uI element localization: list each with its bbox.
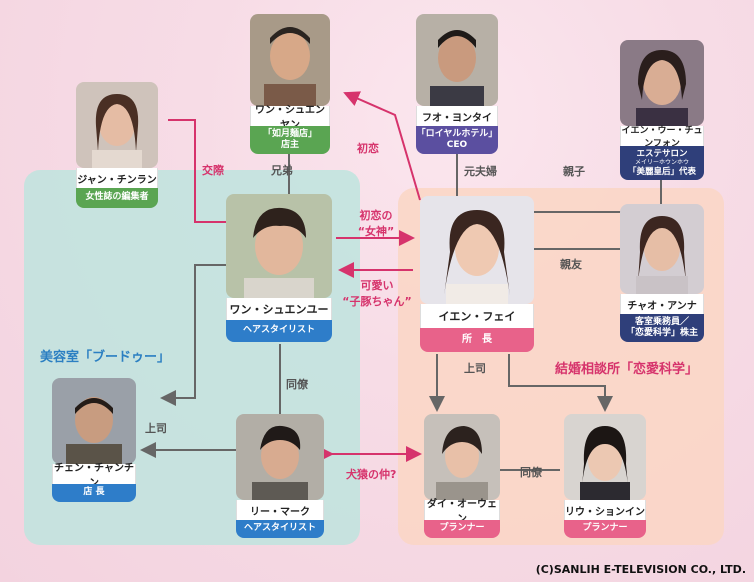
- role-wang-yu: ヘアスタイリスト: [226, 320, 332, 342]
- card-yan-wu[interactable]: イエン・ウー・チュンフォン エステサロン メイリーホウンホウ 「美麗皇后」代表: [620, 40, 704, 180]
- name-huo: フオ・ヨンタイ: [416, 106, 498, 126]
- card-liu[interactable]: リウ・ションイン プランナー: [564, 414, 646, 538]
- card-wang-yu[interactable]: ワン・シュエンユー ヘアスタイリスト: [226, 194, 332, 344]
- rel-motofufu: 元夫婦: [464, 165, 497, 178]
- rel-kenen: 犬猿の仲?: [346, 468, 397, 481]
- name-li: リー・マーク: [236, 500, 324, 520]
- role-zhao-line2: 「恋愛科学」株主: [625, 328, 698, 338]
- role-yan-fei: 所 長: [420, 328, 534, 352]
- role-huo-line1: 「ロイヤルホテル」: [416, 128, 498, 139]
- card-chen[interactable]: チェン・チャンチン 店 長: [52, 378, 136, 502]
- rel-joshi-left: 上司: [145, 422, 167, 435]
- rel-hatsukoi: 初恋: [357, 142, 379, 155]
- rel-megami: 初恋の “女神”: [346, 207, 406, 239]
- name-jiang: ジャン・チンラン: [76, 168, 158, 188]
- role-liu: プランナー: [564, 520, 646, 538]
- portrait-yan-fei: [420, 196, 534, 304]
- portrait-li: [236, 414, 324, 500]
- role-huo: 「ロイヤルホテル」 CEO: [416, 126, 498, 154]
- card-dai[interactable]: ダイ・オーウェン プランナー: [424, 414, 500, 538]
- role-huo-line2: CEO: [446, 140, 468, 150]
- role-li: ヘアスタイリスト: [236, 520, 324, 538]
- role-yan-wu: エステサロン メイリーホウンホウ 「美麗皇后」代表: [620, 146, 704, 180]
- role-wang-yanshen: 「如月麺店」 店主: [250, 126, 330, 154]
- rel-kobuta-line2: “子豚ちゃん”: [342, 295, 412, 308]
- salon-zone-label: 美容室「ブードゥー」: [40, 350, 171, 365]
- portrait-zhao: [620, 204, 704, 294]
- rel-dorei-1: 同僚: [286, 378, 308, 391]
- role-chen: 店 長: [52, 484, 136, 502]
- portrait-dai: [424, 414, 500, 500]
- name-zhao: チャオ・アンナ: [620, 294, 704, 314]
- line-kosai: [168, 119, 226, 223]
- agency-zone-label: 結婚相談所「恋愛科学」: [555, 362, 699, 377]
- rel-kyodai: 兄弟: [271, 164, 293, 177]
- card-jiang[interactable]: ジャン・チンラン 女性誌の編集者: [76, 82, 158, 208]
- rel-kobuta-line1: 可愛い: [360, 279, 394, 292]
- name-chen: チェン・チャンチン: [52, 463, 136, 489]
- rel-megami-line1: 初恋の: [359, 209, 393, 222]
- role-zhao-line1: 客室乗務員／: [634, 316, 689, 327]
- rel-kosai: 交際: [202, 164, 224, 177]
- name-yan-wu: イエン・ウー・チュンフォン: [620, 126, 704, 149]
- copyright: (C)SANLIH E-TELEVISION CO., LTD.: [535, 563, 746, 576]
- portrait-huo: [416, 14, 498, 106]
- portrait-yan-wu: [620, 40, 704, 126]
- name-dai: ダイ・オーウェン: [424, 499, 500, 525]
- card-zhao[interactable]: チャオ・アンナ 客室乗務員／ 「恋愛科学」株主: [620, 204, 704, 342]
- card-yan-fei[interactable]: イエン・フェイ 所 長: [420, 196, 534, 354]
- rel-dorei-2: 同僚: [520, 466, 542, 479]
- role-jiang: 女性誌の編集者: [76, 188, 158, 208]
- rel-megami-line2: “女神”: [357, 225, 395, 238]
- portrait-wang-yanshen: [250, 14, 330, 106]
- portrait-liu: [564, 414, 646, 500]
- rel-joshi-right: 上司: [464, 362, 486, 375]
- role-yan-wu-line2: 「美麗皇后」代表: [627, 166, 696, 177]
- card-huo[interactable]: フオ・ヨンタイ 「ロイヤルホテル」 CEO: [416, 14, 498, 154]
- portrait-jiang: [76, 82, 158, 168]
- name-wang-yu: ワン・シュエンユー: [226, 298, 332, 320]
- rel-kobuta: 可愛い “子豚ちゃん”: [338, 277, 416, 309]
- name-wang-yanshen: ワン・シュエンヤン: [250, 105, 330, 131]
- card-li[interactable]: リー・マーク ヘアスタイリスト: [236, 414, 324, 538]
- role-wang-yanshen-line1: 「如月麺店」: [262, 128, 317, 139]
- role-dai: プランナー: [424, 520, 500, 538]
- card-wang-yanshen[interactable]: ワン・シュエンヤン 「如月麺店」 店主: [250, 14, 330, 154]
- role-yan-wu-line1: エステサロン: [636, 148, 688, 159]
- portrait-wang-yu: [226, 194, 332, 298]
- rel-shinyu: 親友: [560, 258, 582, 271]
- name-yan-fei: イエン・フェイ: [420, 304, 534, 328]
- line-hatsukoi: [343, 91, 421, 201]
- portrait-chen: [52, 378, 136, 464]
- role-yan-wu-ruby: メイリーホウンホウ: [634, 159, 689, 167]
- role-zhao: 客室乗務員／ 「恋愛科学」株主: [620, 314, 704, 342]
- line-yu-chen: [160, 264, 226, 406]
- name-liu: リウ・ションイン: [564, 500, 646, 520]
- line-joshi-liu: [508, 354, 613, 412]
- rel-oyako: 親子: [563, 165, 585, 178]
- role-wang-yanshen-line2: 店主: [280, 140, 299, 150]
